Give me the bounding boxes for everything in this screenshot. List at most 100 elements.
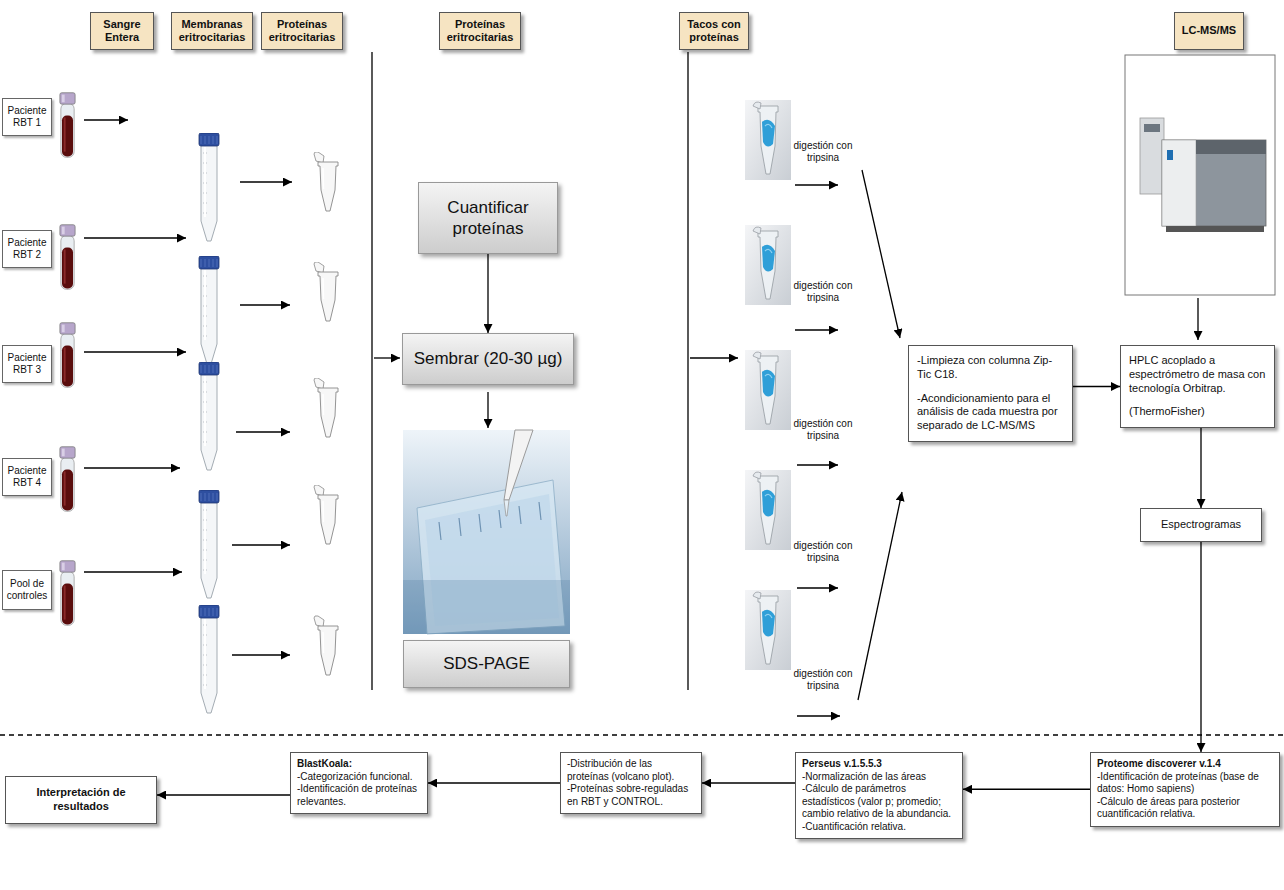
step-box: SDS-PAGE (403, 640, 570, 688)
falcon-tube (199, 605, 219, 713)
flow-arrow (232, 544, 290, 545)
blood-tube (60, 225, 75, 290)
node-text: Paciente RBT 1 (5, 105, 49, 130)
eppendorf-tube (314, 616, 338, 675)
node-text: -Normalización de las áreas (802, 771, 956, 784)
node-text: -Identificación de proteínas relevantes. (297, 783, 421, 808)
falcon-tube (199, 133, 219, 241)
gel-piece-tube (745, 350, 791, 430)
node-text: -Cálculo de áreas para posterior cuantif… (1097, 796, 1273, 821)
hplc-screen (1144, 124, 1160, 132)
flow-arrow (240, 181, 292, 182)
flow-arrow (374, 357, 400, 358)
node-text: Tacos con proteínas (684, 18, 744, 44)
flow-arrow (858, 492, 902, 700)
gel-background (403, 430, 570, 634)
column-header: Tacos con proteínas (679, 12, 749, 50)
flow-arrow (1197, 298, 1198, 340)
node-text: Proteínas eritrocitarias (266, 18, 338, 44)
flow-connector (157, 794, 290, 795)
falcon-tube (199, 490, 219, 598)
analysis-box: -Distribución de las proteínas (volcano … (560, 752, 702, 814)
flow-arrow (84, 237, 186, 238)
bracket-line (687, 52, 688, 690)
sample-box: Paciente RBT 2 (2, 230, 52, 268)
node-text: -Limpieza con columna Zip-Tic C18. (917, 354, 1064, 382)
blood-tube (60, 447, 75, 512)
process-box: HPLC acoplado a espectrómetro de masa co… (1120, 345, 1275, 428)
node-text: -Distribución de las proteínas (volcano … (567, 758, 695, 783)
node-text: -Acondicionamiento para el análisis de c… (917, 392, 1064, 433)
photo-frame (1125, 55, 1275, 295)
flow-arrow (240, 304, 290, 305)
node-text: Interpretación de resultados (14, 786, 148, 814)
step-box: Cuantificar proteínas (418, 182, 558, 254)
eppendorf-tube (314, 152, 338, 211)
node-text: (ThermoFisher) (1129, 405, 1266, 419)
flow-connector (1200, 542, 1201, 752)
flow-arrow (795, 329, 838, 330)
blood-tube (60, 93, 75, 158)
node-text: Proteínas eritrocitarias (444, 18, 516, 44)
flow-arrow (84, 571, 182, 572)
bracket-line (371, 52, 372, 690)
falcon-tube (199, 256, 219, 364)
node-text: BlastKoala: (297, 758, 421, 771)
flow-connector (963, 789, 1090, 790)
gel-photo (403, 430, 570, 634)
instrument-front (1162, 140, 1196, 226)
node-text: Sangre Entera (95, 18, 149, 44)
node-text: -Proteínas sobre-reguladas en RBT y CONT… (567, 783, 695, 808)
pipette-tip (504, 500, 509, 516)
column-header: Sangre Entera (90, 12, 154, 50)
flow-connector (428, 782, 560, 783)
flow-arrow (84, 467, 180, 468)
instrument-body (1162, 140, 1266, 226)
column-header: Membranas eritrocitarias (171, 12, 253, 50)
eppendorf-tube (314, 378, 338, 437)
flow-connector (702, 782, 795, 783)
flow-arrow (797, 715, 840, 716)
node-text: Membranas eritrocitarias (176, 18, 248, 44)
node-text: Paciente RBT 3 (5, 352, 49, 377)
node-text: -Cuantificación relativa. (802, 821, 956, 834)
gel-piece-tube (745, 225, 791, 305)
node-text: -Cálculo de parámetros estadísticos (val… (802, 783, 956, 821)
instrument-logo (1167, 150, 1173, 160)
process-box: Espectrogramas (1140, 508, 1262, 542)
flow-arrows (84, 120, 1198, 716)
gel-shade (403, 580, 570, 634)
flow-connector (1073, 386, 1120, 387)
flow-arrow (795, 184, 838, 185)
node-text: Paciente RBT 2 (5, 237, 49, 262)
gel-piece-tube (745, 590, 791, 670)
flow-connector (1200, 428, 1201, 508)
software-box: Perseus v.1.5.5.3-Normalización de las á… (795, 752, 963, 839)
flow-arrow (690, 357, 738, 358)
mass-spectrometer (1125, 55, 1275, 295)
separator-line (0, 734, 1284, 736)
flow-arrow (862, 170, 900, 338)
column-header: LC-MS/MS (1174, 12, 1244, 50)
column-header: Proteínas eritrocitarias (439, 12, 521, 50)
gel-piece-tube (745, 100, 791, 180)
step-box: Sembrar (20-30 µg) (402, 333, 574, 385)
sample-box: Paciente RBT 4 (2, 458, 52, 496)
step-label: digestión con tripsina (790, 418, 856, 442)
node-text: Espectrogramas (1149, 518, 1253, 532)
eppendorf-tube (314, 262, 338, 321)
blood-tube (60, 561, 75, 626)
flow-arrow (236, 431, 290, 432)
blood-tube (60, 323, 75, 388)
flow-arrow (797, 464, 838, 465)
instrument-band (1196, 140, 1266, 154)
falcon-tube (199, 362, 219, 470)
gel-piece-tube (745, 470, 791, 550)
process-box: -Limpieza con columna Zip-Tic C18. -Acond… (908, 345, 1073, 442)
sample-box: Pool de controles (2, 570, 52, 610)
step-label: digestión con tripsina (790, 140, 856, 164)
node-text: LC-MS/MS (1179, 24, 1239, 37)
step-label: digestión con tripsina (790, 280, 856, 304)
flow-connector (487, 254, 488, 333)
eppendorf-tube (314, 485, 338, 544)
